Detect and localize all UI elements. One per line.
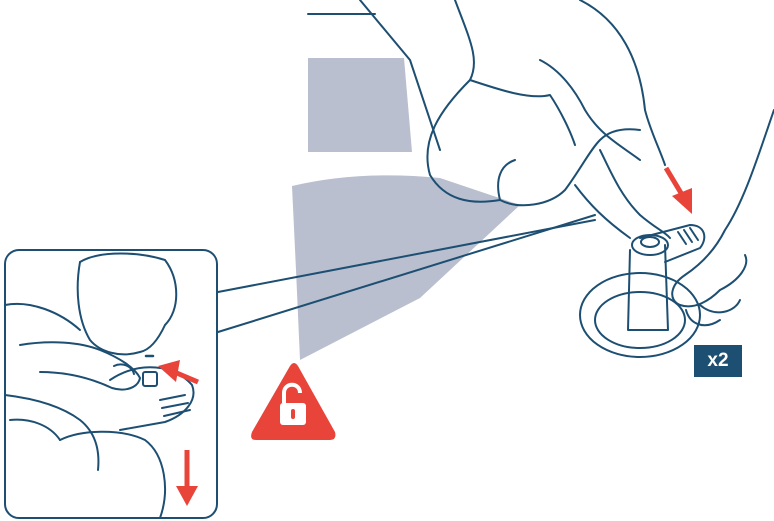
caster-fork bbox=[628, 245, 668, 330]
upper-hand-finger bbox=[540, 60, 640, 160]
stroller-panel-lower bbox=[292, 175, 520, 360]
unlock-warning-icon bbox=[251, 363, 335, 440]
upper-hand-finger bbox=[498, 160, 515, 200]
press-arrow-icon bbox=[666, 168, 692, 214]
quantity-badge: x2 bbox=[694, 345, 742, 377]
upper-hand bbox=[427, 0, 640, 205]
caster-wheel-inner bbox=[595, 292, 685, 348]
caster-lock-tab bbox=[640, 225, 704, 262]
wheel-post bbox=[600, 150, 670, 238]
caster-socket-inner bbox=[641, 237, 659, 247]
detail-inset bbox=[5, 250, 217, 518]
right-hand-finger bbox=[700, 255, 746, 312]
caster-lock-grip bbox=[678, 228, 698, 244]
stroller-panel-upper bbox=[308, 58, 412, 152]
upper-hand-finger bbox=[470, 80, 575, 145]
caster-wheel-rim bbox=[580, 273, 700, 357]
upper-hand-wrist bbox=[580, 0, 665, 165]
